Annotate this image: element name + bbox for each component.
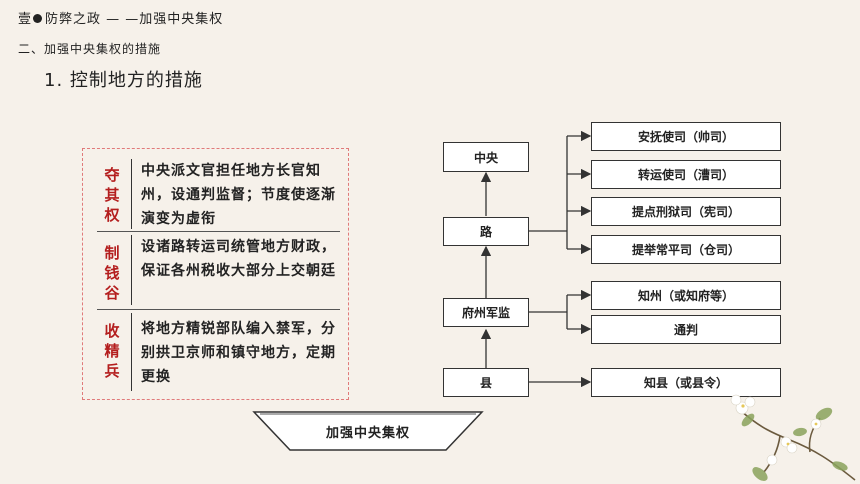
box-lu: 路	[443, 217, 529, 246]
box-central: 中央	[443, 142, 529, 172]
section-title-text: 防弊之政 — —加强中央集权	[45, 12, 224, 27]
bullet-dot-icon	[33, 14, 43, 23]
summary-label: 加强中央集权	[325, 426, 410, 441]
topic-title: 1. 控制地方的措施	[44, 70, 203, 91]
box-fuzhou-office-1: 知州（或知府等）	[591, 281, 781, 310]
row-separator	[97, 309, 340, 310]
measure-label-1: 夺其权	[104, 166, 120, 224]
box-lu-office-2: 转运使司（漕司）	[591, 160, 781, 189]
box-lu-office-4: 提举常平司（仓司）	[591, 235, 781, 264]
box-xian-office: 知县（或县令）	[591, 368, 781, 397]
box-lu-office-3: 提点刑狱司（宪司）	[591, 197, 781, 226]
box-fuzhou-office-2: 通判	[591, 315, 781, 344]
divider-line	[131, 235, 132, 305]
subsection-title: 二、加强中央集权的措施	[18, 42, 162, 56]
section-number: 壹	[18, 12, 33, 27]
divider-line	[131, 313, 132, 391]
box-xian: 县	[443, 368, 529, 397]
measures-panel: 夺其权 中央派文官担任地方长官知州，设通判监督；节度使逐渐演变为虚衔 制钱谷 设…	[82, 148, 349, 400]
measure-text-3: 将地方精锐部队编入禁军，分别拱卫京师和镇守地方，定期更换	[141, 321, 336, 385]
measure-label-2: 制钱谷	[104, 244, 120, 302]
row-separator	[97, 231, 340, 232]
box-lu-office-1: 安抚使司（帅司）	[591, 122, 781, 151]
measure-text-1: 中央派文官担任地方长官知州，设通判监督；节度使逐渐演变为虚衔	[141, 163, 336, 227]
measure-text-2: 设诸路转运司统管地方财政，保证各州税收大部分上交朝廷	[141, 239, 336, 279]
flower-branch-icon	[730, 394, 856, 481]
box-fuzhou: 府州军监	[443, 298, 529, 327]
section-title: 壹防弊之政 — —加强中央集权	[18, 8, 223, 27]
divider-line	[131, 159, 132, 229]
measure-label-3: 收精兵	[104, 322, 120, 380]
